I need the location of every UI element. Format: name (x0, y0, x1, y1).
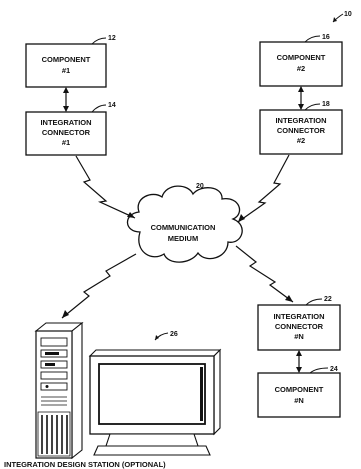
wireless-link-station (61, 253, 137, 319)
svg-text:COMPONENT: COMPONENT (275, 385, 324, 394)
svg-text:COMPONENT: COMPONENT (277, 53, 326, 62)
svg-text:INTEGRATION: INTEGRATION (275, 116, 326, 125)
svg-text:10: 10 (344, 11, 352, 18)
svg-text:CONNECTOR: CONNECTOR (275, 322, 324, 331)
svg-text:14: 14 (108, 102, 116, 109)
svg-text:CONNECTOR: CONNECTOR (277, 126, 326, 135)
computer-monitor (88, 348, 222, 456)
svg-text:24: 24 (330, 366, 338, 373)
svg-text:20: 20 (196, 183, 204, 190)
svg-text:12: 12 (108, 35, 116, 42)
svg-text:22: 22 (324, 296, 332, 303)
wireless-link-connector1 (75, 155, 136, 219)
connector-n-box: INTEGRATION CONNECTOR #N 22 (257, 296, 341, 351)
svg-text:INTEGRATION: INTEGRATION (40, 118, 91, 127)
svg-text:COMPONENT: COMPONENT (42, 55, 91, 64)
wireless-link-connector2 (237, 154, 290, 223)
svg-text:#N: #N (294, 396, 304, 405)
svg-text:MEDIUM: MEDIUM (168, 234, 198, 243)
station-caption: INTEGRATION DESIGN STATION (OPTIONAL) (4, 460, 166, 469)
communication-medium-cloud: COMMUNICATION MEDIUM 20 (126, 183, 243, 263)
svg-text:#2: #2 (297, 136, 305, 145)
svg-text:#2: #2 (297, 64, 305, 73)
component-1-box: COMPONENT #1 12 (25, 35, 116, 88)
svg-text:16: 16 (322, 34, 330, 41)
svg-text:#1: #1 (62, 66, 70, 75)
svg-text:26: 26 (170, 331, 178, 338)
svg-text:COMMUNICATION: COMMUNICATION (151, 223, 216, 232)
connector-2-box: INTEGRATION CONNECTOR #2 18 (259, 101, 343, 155)
station-ref: 26 (154, 331, 178, 341)
computer-tower (34, 321, 84, 460)
wireless-link-connectorN (235, 245, 294, 303)
svg-text:18: 18 (322, 101, 330, 108)
component-n-box: COMPONENT #N 24 (257, 366, 341, 418)
connector-1-box: INTEGRATION CONNECTOR #1 14 (25, 102, 116, 156)
component-2-box: COMPONENT #2 16 (259, 34, 343, 87)
svg-text:#1: #1 (62, 138, 70, 147)
svg-text:#N: #N (294, 332, 304, 341)
figure-ref: 10 (332, 11, 352, 23)
svg-text:CONNECTOR: CONNECTOR (42, 128, 91, 137)
svg-text:INTEGRATION: INTEGRATION (273, 312, 324, 321)
